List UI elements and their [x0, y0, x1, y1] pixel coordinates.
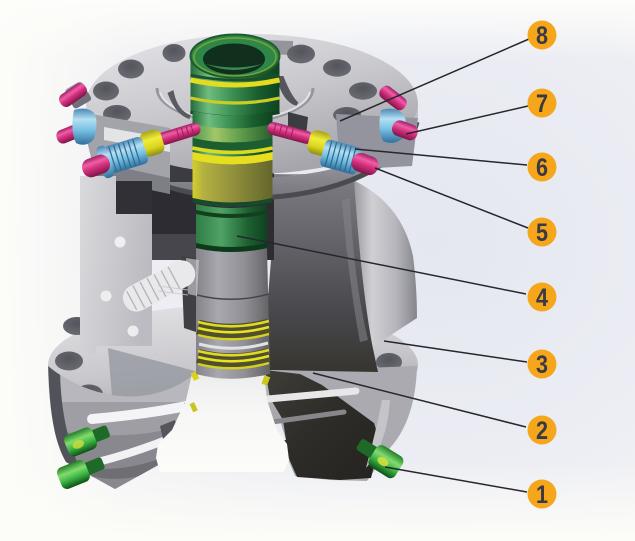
- svg-text:5: 5: [536, 219, 548, 247]
- svg-text:3: 3: [536, 351, 548, 379]
- svg-text:1: 1: [536, 481, 548, 509]
- svg-text:4: 4: [536, 284, 548, 312]
- svg-text:8: 8: [536, 22, 548, 50]
- svg-text:2: 2: [536, 417, 548, 445]
- svg-text:6: 6: [536, 154, 548, 182]
- svg-text:7: 7: [536, 90, 548, 118]
